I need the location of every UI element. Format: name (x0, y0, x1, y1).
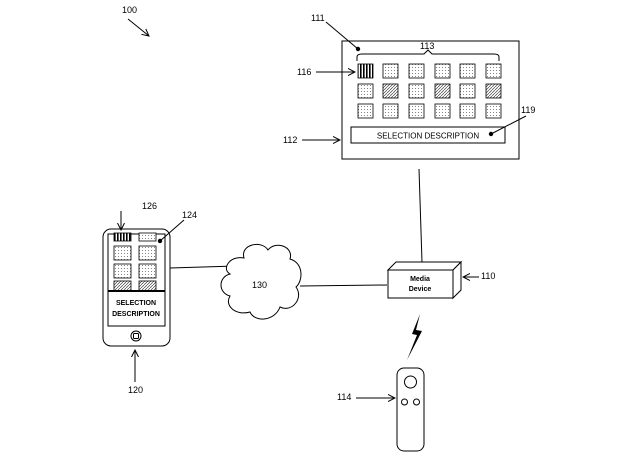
selected-tile (358, 64, 373, 78)
ref-system-arrow (128, 19, 149, 36)
media-device: Media Device (388, 262, 461, 298)
ref-display-dot (356, 47, 360, 51)
display-tile (383, 84, 398, 98)
ref-selected-tile: 116 (297, 67, 311, 77)
display-to-media-line (419, 169, 422, 262)
display-tile (460, 104, 475, 118)
display-tile (409, 104, 424, 118)
display-tile (383, 104, 398, 118)
phone-selected-tile (114, 233, 131, 241)
phone-tile (139, 281, 156, 291)
phone: SELECTION DESCRIPTION (103, 229, 170, 346)
remote-left-button (402, 399, 408, 405)
ref-system: 100 (122, 5, 137, 15)
media-device-label-line2: Device (409, 286, 432, 293)
display-description-text: SELECTION DESCRIPTION (377, 132, 479, 141)
ref-display: 111 (311, 13, 325, 23)
remote-right-button (414, 399, 420, 405)
network-to-media-line (300, 285, 387, 286)
display-tile (460, 64, 475, 78)
ref-display-frame: 112 (283, 135, 297, 145)
display-tile (460, 84, 475, 98)
ref-remote: 114 (337, 392, 351, 402)
phone-tile (114, 246, 131, 260)
phone-home-button (131, 331, 141, 341)
display-tile (435, 104, 450, 118)
display-tile (383, 64, 398, 78)
display-tile (358, 104, 373, 118)
ref-phone-screen-dot (158, 239, 162, 243)
wireless-signal-icon (407, 314, 422, 360)
ref-network: 130 (252, 280, 267, 290)
display-tile (486, 104, 501, 118)
ref-phone-selected-tile: 126 (142, 201, 157, 211)
display-tile (486, 84, 501, 98)
display-tile (435, 64, 450, 78)
media-device-front (388, 270, 453, 298)
phone-tile (139, 246, 156, 260)
ref-phone-screen: 124 (182, 210, 197, 220)
remote-control (397, 368, 424, 451)
phone-tile (114, 264, 131, 278)
display-tile (486, 64, 501, 78)
ref-phone: 120 (128, 385, 143, 395)
display-tile (435, 84, 450, 98)
ref-media-device: 110 (481, 271, 495, 281)
display-tile (409, 84, 424, 98)
ref-description-dot (489, 132, 493, 136)
phone-tile (114, 281, 131, 291)
display-tile (358, 84, 373, 98)
phone-tile (139, 233, 156, 241)
ref-description-area: 119 (521, 105, 535, 115)
display-screen: SELECTION DESCRIPTION (342, 41, 519, 159)
media-device-label-line1: Media (410, 276, 430, 283)
ref-tile-group: 113 (420, 41, 434, 51)
remote-top-button (405, 376, 417, 388)
display-tile (409, 64, 424, 78)
media-device-top (388, 262, 461, 270)
phone-tile (139, 264, 156, 278)
phone-description-line2: DESCRIPTION (112, 311, 160, 318)
phone-description-line1: SELECTION (116, 300, 156, 307)
